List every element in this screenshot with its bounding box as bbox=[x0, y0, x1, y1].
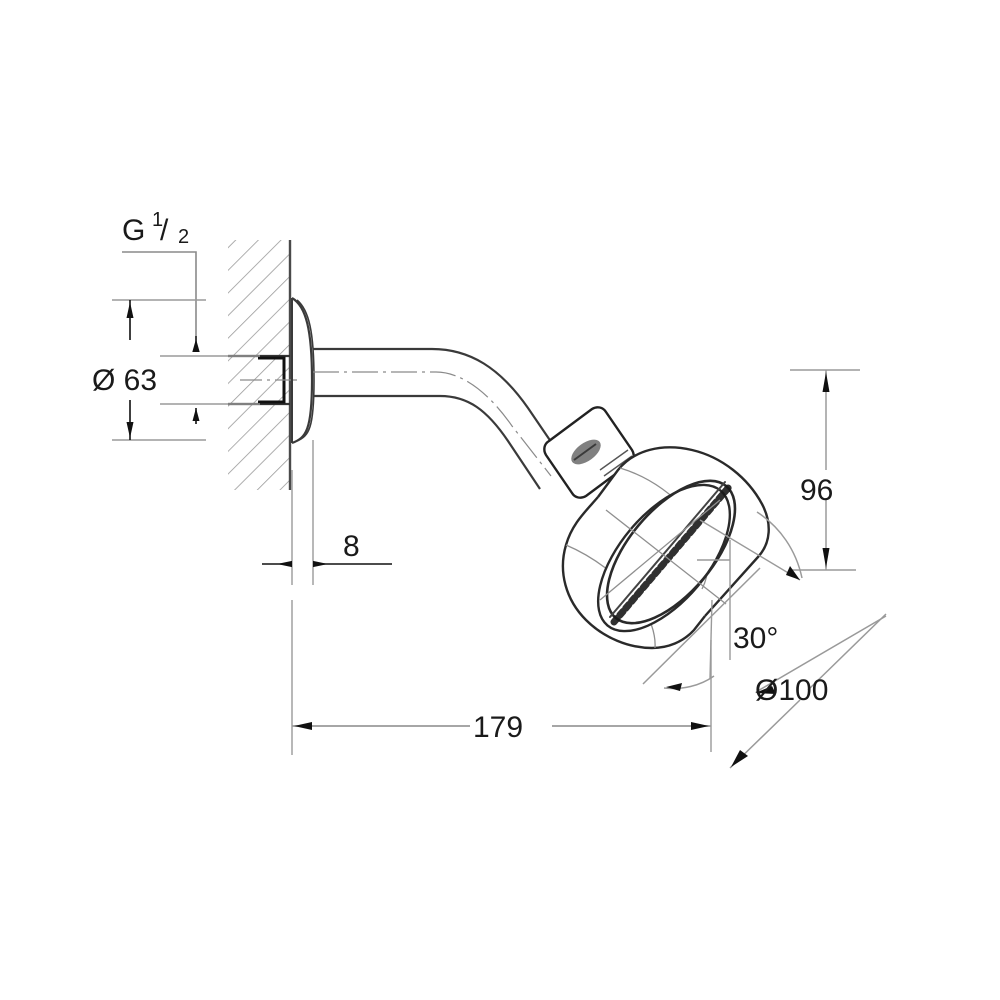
shower-arm bbox=[313, 347, 561, 490]
escutcheon-diameter-dimension: Ø 63 bbox=[92, 299, 206, 441]
arm-projection-label: 179 bbox=[473, 711, 523, 744]
thread-label-g: G bbox=[122, 214, 145, 247]
spray-angle-label: 30° bbox=[733, 622, 778, 655]
arm-projection-dimension: 179 bbox=[291, 600, 712, 755]
spray-face-nozzle-ring bbox=[596, 479, 737, 633]
thread-dimension-g-half: G 1 / 2 bbox=[122, 209, 260, 424]
threaded-inlet-connector bbox=[240, 356, 300, 404]
wall-projection-dimension: 8 bbox=[262, 440, 392, 585]
spray-face-diameter-dimension: Ø100 bbox=[642, 567, 887, 769]
wall-projection-label: 8 bbox=[343, 530, 360, 563]
thread-label-slash: / bbox=[160, 214, 169, 247]
vertical-drop-dimension: 96 bbox=[790, 369, 860, 571]
escutcheon-flange bbox=[291, 297, 315, 445]
spray-face-diameter-label: Ø100 bbox=[755, 674, 828, 707]
escutcheon-diameter-label: Ø 63 bbox=[92, 364, 157, 397]
vertical-drop-label: 96 bbox=[800, 474, 833, 507]
wall-section-hatched bbox=[228, 240, 292, 490]
spray-angle-dimension: 30° bbox=[663, 511, 803, 691]
grohe-logo-mark bbox=[571, 439, 601, 465]
thread-label-denominator: 2 bbox=[178, 226, 189, 248]
thread-label-numerator: 1 bbox=[152, 209, 163, 231]
